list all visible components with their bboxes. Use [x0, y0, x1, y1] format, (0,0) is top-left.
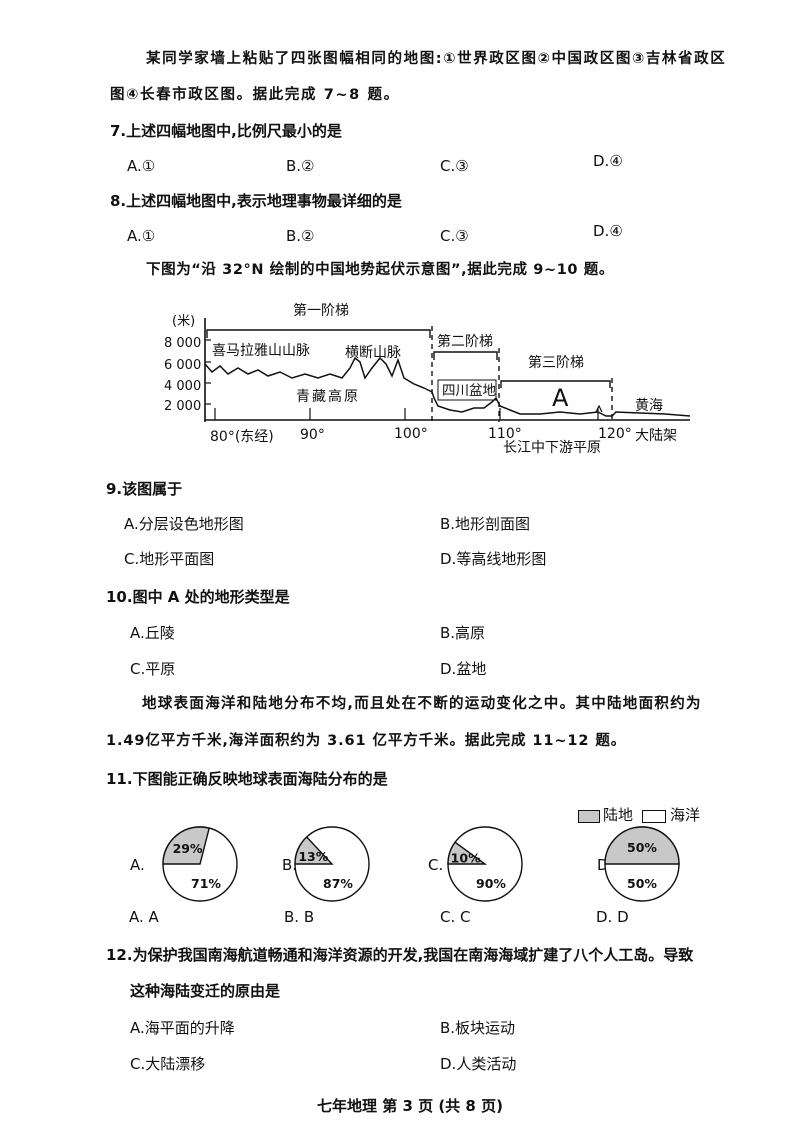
pie-1-land-label: 13% — [298, 849, 328, 864]
step-3-label: 第三阶梯 — [528, 354, 584, 371]
question-12-stem-line1: 12.为保护我国南海航道畅通和海洋资源的开发,我国在南海海域扩建了八个人工岛。导… — [106, 946, 694, 964]
legend-land-swatch — [578, 810, 600, 823]
question-10-option-d: D.盆地 — [440, 660, 487, 678]
question-12-stem-line2: 这种海陆变迁的原由是 — [130, 982, 281, 1000]
terrain-profile-diagram: (米) 8 000 6 000 4 000 2 000 第一阶梯 第二阶梯 第三… — [164, 302, 691, 456]
x-tick-80: 80°(东经) — [210, 429, 274, 445]
pie-2-land-label: 10% — [451, 851, 481, 866]
question-8-option-b: B.② — [286, 227, 315, 245]
terrain-profile-line — [204, 356, 691, 417]
y-tick-2000: 2 000 — [164, 399, 201, 414]
question-9-option-d: D.等高线地形图 — [440, 550, 547, 568]
question-10-option-a: A.丘陵 — [130, 624, 175, 642]
question-11-option-b: B. B — [284, 908, 315, 926]
question-10-option-b: B.高原 — [440, 624, 486, 642]
question-12-option-b: B.板块运动 — [440, 1019, 516, 1037]
label-shelf: 大陆架 — [635, 428, 677, 444]
x-tick-110: 110° — [488, 426, 522, 442]
pie-2-ocean-label: 90% — [476, 876, 506, 891]
question-11-option-c: C. C — [440, 908, 471, 926]
y-tick-4000: 4 000 — [164, 379, 201, 394]
label-sichuan: 四川盆地 — [442, 383, 496, 399]
step-2-label: 第二阶梯 — [437, 333, 493, 350]
x-tick-90: 90° — [300, 427, 325, 443]
page-footer: 七年地理 第 3 页 (共 8 页) — [317, 1097, 503, 1115]
pie-0-letter: A. — [130, 856, 145, 874]
label-hengduan: 横断山脉 — [345, 345, 401, 361]
legend-land-label: 陆地 — [603, 806, 634, 824]
step-3-bracket — [500, 380, 611, 388]
pie-1-land-slice — [294, 836, 334, 865]
pie-3-land-label: 50% — [627, 840, 657, 855]
question-8-option-a: A.① — [127, 227, 156, 245]
pie-0-ocean-label: 71% — [191, 876, 221, 891]
pie-3-land-slice — [604, 826, 680, 865]
intro-9-10: 下图为“沿 32°N 绘制的中国地势起伏示意图”,据此完成 9~10 题。 — [146, 262, 614, 278]
intro-7-8-line2: 图④长春市政区图。据此完成 7~8 题。 — [110, 87, 400, 103]
intro-7-8-line1: 某同学家墙上粘贴了四张图幅相同的地图:①世界政区图②中国政区图③吉林省政区 — [146, 51, 727, 67]
question-7-option-d: D.④ — [593, 152, 623, 170]
pie-0-land-slice — [162, 826, 211, 865]
pie-0-land-label: 29% — [173, 841, 203, 856]
question-11-option-a: A. A — [129, 908, 159, 926]
pie-2-land-slice — [447, 841, 488, 865]
x-tick-100: 100° — [394, 426, 428, 442]
question-8-option-d: D.④ — [593, 222, 623, 240]
question-9-stem: 9.该图属于 — [106, 480, 183, 498]
x-tick-120: 120° — [598, 426, 632, 442]
question-8-option-c: C.③ — [440, 227, 469, 245]
label-changjiang: 长江中下游平原 — [503, 440, 601, 456]
question-7-option-a: A.① — [127, 157, 156, 175]
question-12-option-a: A.海平面的升降 — [130, 1019, 235, 1037]
question-11-stem: 11.下图能正确反映地球表面海陆分布的是 — [106, 770, 388, 788]
label-himalaya: 喜马拉雅山山脉 — [212, 343, 310, 359]
y-tick-6000: 6 000 — [164, 358, 201, 373]
label-a: A — [552, 384, 569, 412]
legend-ocean-label: 海洋 — [670, 806, 701, 824]
question-9-option-b: B.地形剖面图 — [440, 515, 531, 533]
intro-11-12-line2: 1.49亿平方千米,海洋面积约为 3.61 亿平方千米。据此完成 11~12 题… — [106, 733, 627, 749]
legend-ocean-swatch — [642, 810, 666, 823]
pie-3-ocean-label: 50% — [627, 876, 657, 891]
question-9-option-a: A.分层设色地形图 — [124, 515, 244, 533]
question-10-stem: 10.图中 A 处的地形类型是 — [106, 588, 290, 606]
label-huanghai: 黄海 — [635, 397, 663, 414]
step-1-bracket — [206, 329, 431, 338]
question-7-option-c: C.③ — [440, 157, 469, 175]
y-axis-unit: (米) — [172, 314, 195, 329]
question-11-option-d: D. D — [596, 908, 629, 926]
step-2-bracket — [433, 351, 498, 360]
pie-1-ocean-label: 87% — [323, 876, 353, 891]
question-7-stem: 7.上述四幅地图中,比例尺最小的是 — [110, 122, 342, 140]
pie-1-letter: B. — [282, 856, 297, 874]
pie-charts: A.29%71%B.13%87%C.10%90%D.50%50% — [130, 826, 680, 902]
pie-2-letter: C. — [428, 856, 443, 874]
y-tick-8000: 8 000 — [164, 336, 201, 351]
question-12-option-d: D.人类活动 — [440, 1055, 517, 1073]
question-12-option-c: C.大陆漂移 — [130, 1055, 206, 1073]
question-8-stem: 8.上述四幅地图中,表示地理事物最详细的是 — [110, 192, 402, 210]
intro-11-12-line1: 地球表面海洋和陆地分布不均,而且处在不断的运动变化之中。其中陆地面积约为 — [142, 696, 702, 712]
label-qingzang: 青藏高原 — [296, 388, 360, 405]
question-7-option-b: B.② — [286, 157, 315, 175]
question-9-option-c: C.地形平面图 — [124, 550, 215, 568]
question-10-option-c: C.平原 — [130, 660, 176, 678]
step-1-label: 第一阶梯 — [293, 302, 349, 319]
